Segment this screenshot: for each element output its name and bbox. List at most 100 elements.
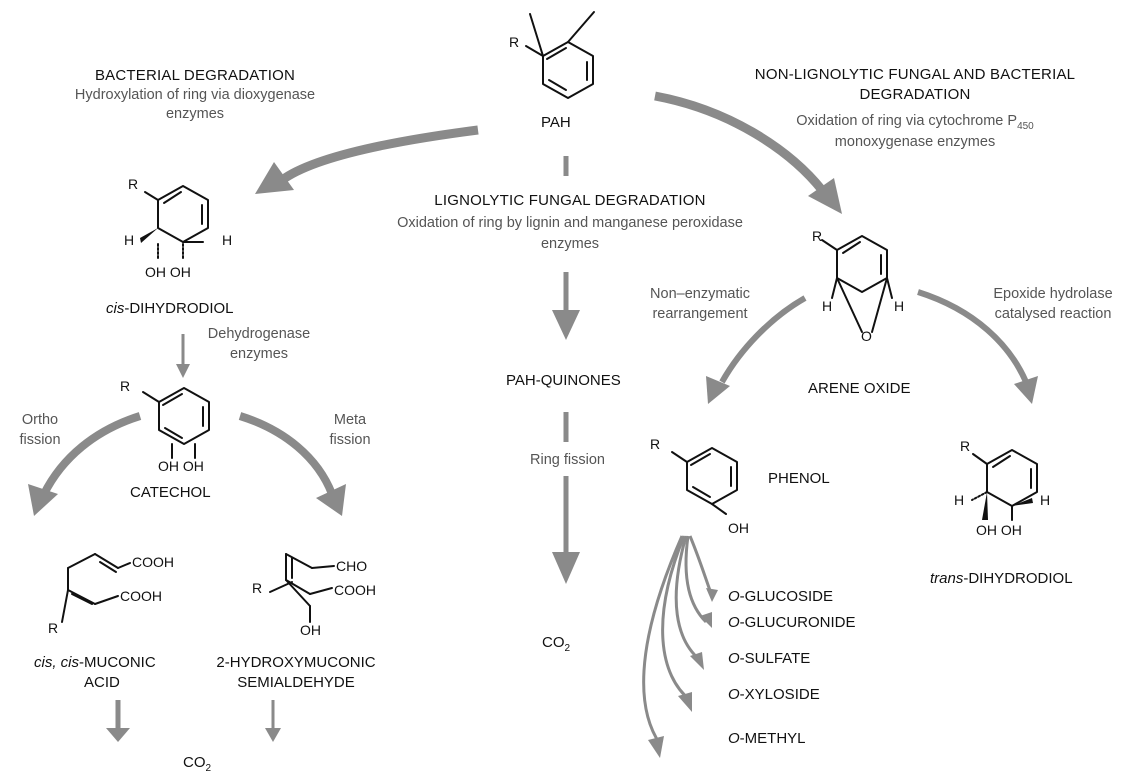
arrow-conj-5-head: [648, 736, 664, 758]
co2-bottom-sub: 2: [205, 763, 212, 774]
semialdehyde-cho: CHO: [336, 558, 368, 574]
conjugate-prefix: O: [728, 650, 740, 667]
arrow-bacterial-head: [255, 162, 294, 194]
catechol-name: CATECHOL: [130, 484, 211, 501]
dehydro-line-2: enzymes: [229, 346, 289, 362]
cisdiol-name-rest: -DIHYDRODIOL: [124, 300, 234, 317]
pah-structure: [525, 11, 595, 99]
lignolytic-desc-2: enzymes: [540, 236, 600, 252]
semialdehyde-r: R: [252, 580, 263, 596]
conjugate-prefix: O: [728, 730, 740, 747]
arrow-ring-fission-head: [552, 552, 580, 584]
conjugate-prefix: O: [728, 686, 740, 703]
arrow-conj-4: [661, 535, 691, 702]
muconic-name-1: cis, cis-MUCONIC: [34, 654, 156, 671]
catechol-oh: OH OH: [158, 458, 204, 474]
transdiol-name-italic: trans: [930, 570, 964, 587]
transdiol-oh: OH OH: [976, 522, 1022, 538]
arrow-muconic-co2-head: [106, 728, 130, 742]
conjugate-rest: -SULFATE: [739, 650, 811, 667]
semialdehyde-cooh: COOH: [334, 582, 376, 598]
arene-o: O: [861, 328, 872, 344]
arene-h-right: H: [894, 298, 905, 314]
semialdehyde-name-1: 2-HYDROXYMUCONIC: [216, 654, 376, 671]
arrow-epoxide: [917, 289, 1029, 384]
muconic-name-2: ACID: [84, 674, 120, 691]
arrow-nonlignolytic: [654, 91, 826, 193]
cisdiol-oh: OH OH: [145, 264, 191, 280]
meta-line-2: fission: [329, 432, 371, 448]
arene-r: R: [812, 228, 823, 244]
arrow-conj-3-head: [690, 652, 704, 670]
nonlignolytic-desc-1: Oxidation of ring via cytochrome P450: [700, 113, 1130, 132]
arrow-conj-5: [642, 535, 684, 745]
nonlignolytic-title-2: DEGRADATION: [859, 86, 971, 103]
bacterial-desc-1: Hydroxylation of ring via dioxygenase: [74, 87, 316, 103]
arrow-nonenzymatic: [719, 295, 807, 384]
epoxide-line-2: catalysed reaction: [994, 306, 1112, 322]
cis-dihydrodiol-structure: [140, 185, 209, 259]
co2-quinones-text: CO: [542, 634, 565, 651]
cisdiol-name: cis-DIHYDRODIOL: [106, 300, 234, 317]
transdiol-r: R: [960, 438, 971, 454]
ortho-line-2: fission: [19, 432, 61, 448]
arrow-meta: [238, 412, 336, 496]
phenol-structure: [671, 447, 738, 515]
bacterial-title: BACTERIAL DEGRADATION: [94, 67, 296, 84]
nonlignolytic-desc-1-sub: 450: [1017, 120, 1034, 132]
conjugate-prefix: O: [728, 588, 740, 605]
arrow-conj-2-head: [700, 612, 712, 628]
conjugate-item: O-GLUCURONIDE: [728, 614, 856, 631]
epoxide-line-1: Epoxide hydrolase: [993, 286, 1113, 302]
muconic-name-rest: -MUCONIC: [79, 654, 156, 671]
ortho-line-1: Ortho: [21, 412, 59, 428]
nonenz-line-1: Non–enzymatic: [650, 286, 750, 302]
arrow-epoxide-head: [1014, 376, 1038, 404]
cisdiol-r: R: [128, 176, 139, 192]
pah-label: PAH: [541, 114, 571, 131]
dehydro-line-1: Dehydrogenase: [207, 326, 311, 342]
nonlignolytic-title-1: NON-LIGNOLYTIC FUNGAL AND BACTERIAL: [754, 66, 1076, 83]
cisdiol-name-italic: cis: [106, 300, 125, 317]
arrow-ortho-head: [28, 484, 58, 516]
transdiol-name: trans-DIHYDRODIOL: [930, 570, 1073, 587]
semialdehyde-oh: OH: [300, 622, 321, 638]
muconic-name-italic: cis, cis: [34, 654, 79, 671]
lignolytic-desc-1: Oxidation of ring by lignin and manganes…: [397, 215, 743, 231]
arrow-ortho: [40, 412, 142, 496]
phenol-name: PHENOL: [768, 470, 830, 487]
arrow-lignolytic-head: [552, 310, 580, 340]
conjugate-rest: -XYLOSIDE: [739, 686, 820, 703]
co2-bottom-text: CO: [183, 754, 206, 771]
arrow-conj-4-head: [678, 692, 692, 712]
arrow-semialdehyde-co2-head: [265, 728, 281, 742]
catechol-r: R: [120, 378, 131, 394]
conjugate-prefix: O: [728, 614, 740, 631]
trans-dihydrodiol-structure: [971, 449, 1038, 521]
co2-quinones-sub: 2: [564, 643, 571, 654]
pah-r-label: R: [509, 34, 520, 50]
muconic-cooh-1: COOH: [132, 554, 174, 570]
conjugate-item: O-GLUCOSIDE: [728, 588, 833, 605]
arrow-nonlignolytic-head: [808, 178, 842, 214]
transdiol-name-rest: -DIHYDRODIOL: [963, 570, 1073, 587]
conjugate-item: O-SULFATE: [728, 650, 810, 667]
nonenz-line-2: rearrangement: [652, 306, 748, 322]
arrow-nonenzymatic-head: [706, 376, 730, 404]
co2-quinones: CO2: [542, 634, 570, 654]
semialdehyde-structure: [269, 553, 335, 623]
muconic-structure: [61, 553, 131, 623]
arrow-dehydrogenase-head: [176, 364, 190, 378]
conjugate-rest: -GLUCURONIDE: [739, 614, 856, 631]
lignolytic-title: LIGNOLYTIC FUNGAL DEGRADATION: [434, 192, 706, 209]
phenol-r: R: [650, 436, 661, 452]
conjugate-item: O-XYLOSIDE: [728, 686, 820, 703]
co2-bottom: CO2: [183, 754, 211, 774]
arene-h-left: H: [822, 298, 833, 314]
arene-name: ARENE OXIDE: [808, 380, 911, 397]
arrow-conj-3: [674, 535, 701, 662]
arrow-meta-head: [316, 484, 346, 516]
